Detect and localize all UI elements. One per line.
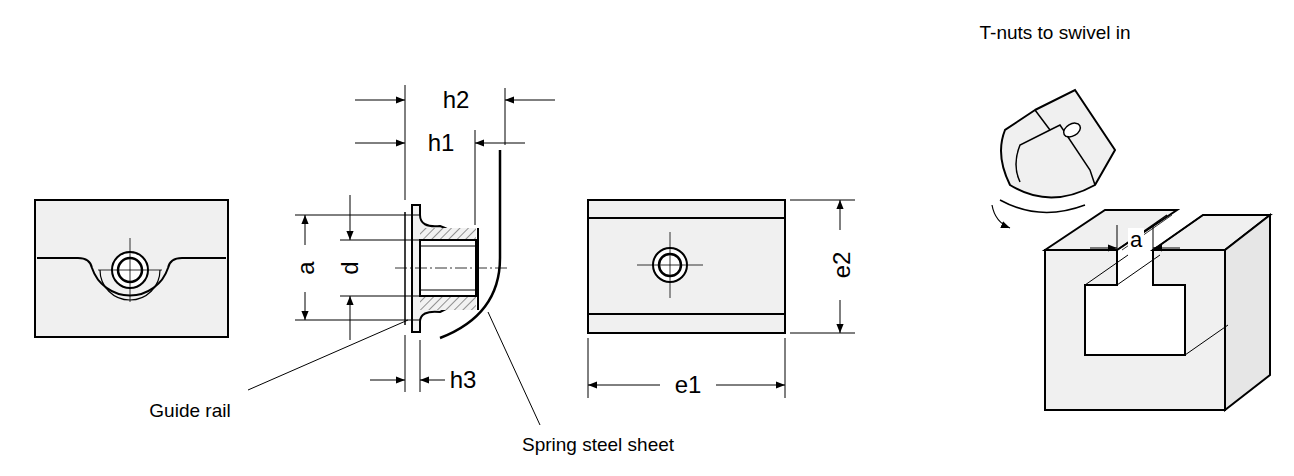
side-view	[588, 200, 785, 333]
t-slot-profile	[1045, 250, 1225, 410]
dimension-label: d	[337, 259, 363, 276]
top-view	[35, 200, 228, 337]
swivel-t-nut	[1001, 90, 1115, 198]
part-name: Spring steel sheet	[520, 434, 676, 455]
dimension-label: a	[1128, 228, 1144, 252]
dimension-label: e1	[673, 372, 704, 398]
section-view	[412, 205, 478, 332]
dimension-label: a	[293, 259, 319, 276]
dimension-label: h3	[448, 367, 479, 393]
dimension-label: h2	[441, 87, 472, 113]
part-name: Guide rail	[147, 400, 232, 421]
dimension-label: h1	[426, 130, 457, 156]
dimension-label: e2	[829, 250, 855, 281]
figure-title: T-nuts to swivel in	[978, 22, 1133, 43]
